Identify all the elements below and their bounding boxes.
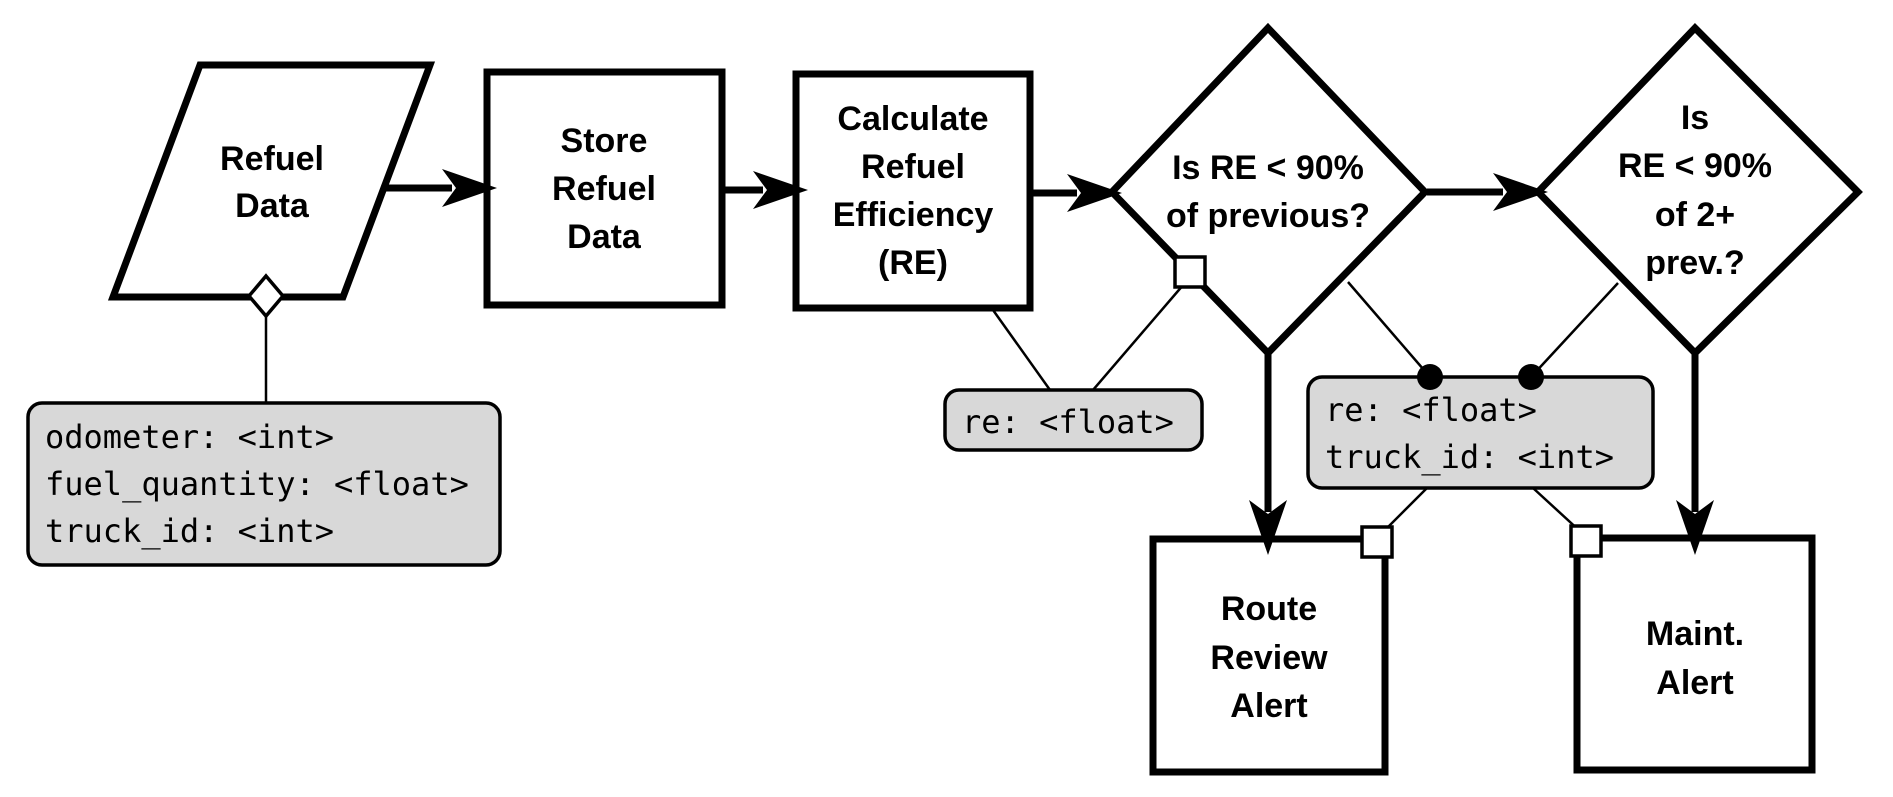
arrowhead-decision1-to-decision2	[1493, 173, 1548, 211]
refuel-data-label-line1: Refuel	[220, 140, 324, 178]
arrowhead-refuel-to-store	[442, 169, 497, 207]
edge-refuel-to-store	[386, 169, 497, 207]
edge-calc-to-decision1	[1030, 174, 1122, 212]
refuel-data-label-line2: Data	[235, 187, 310, 225]
calc-label-line1: Calculate	[837, 100, 988, 138]
node-labels: Refuel Data Store Refuel Data Calculate …	[220, 99, 1772, 725]
decision2-label-line3: of 2+	[1655, 196, 1735, 234]
node-refuel-data	[107, 61, 436, 301]
node-maint-alert	[1573, 534, 1816, 774]
connector-decision2-to-alert-note	[1530, 282, 1619, 378]
calc-label-line4: (RE)	[878, 244, 948, 282]
decision2-label-line1: Is	[1681, 99, 1709, 137]
connector-calc-to-re-note	[991, 309, 1052, 391]
notes	[26, 375, 1655, 567]
note-re-field	[943, 388, 1204, 452]
maint-alert-label-line1: Maint.	[1646, 615, 1744, 653]
refuel-fields-line2: fuel_quantity: <float>	[45, 465, 469, 503]
node-decision-two-prev	[1533, 22, 1863, 358]
flow-arrows	[386, 169, 1714, 555]
arrowhead-store-to-calc	[753, 171, 808, 209]
decision2-label-line4: prev.?	[1645, 244, 1745, 282]
refuel-fields-line3: truck_id: <int>	[45, 512, 334, 550]
arrowhead-decision1-to-route-alert	[1249, 500, 1287, 555]
dot-anchor-alert-note-right	[1518, 364, 1544, 390]
edge-decision1-to-route-alert	[1249, 353, 1287, 555]
note-labels: odometer: <int> fuel_quantity: <float> t…	[45, 391, 1614, 550]
calc-label-line3: Efficiency	[833, 196, 994, 234]
square-anchor-decision1	[1173, 255, 1207, 289]
diamond-anchor-refuel	[246, 273, 286, 319]
edge-decision1-to-decision2	[1427, 173, 1548, 211]
calc-label-line2: Refuel	[861, 148, 965, 186]
square-anchor-maint-alert	[1569, 524, 1603, 558]
square-anchor-route-alert	[1360, 525, 1394, 559]
node-decision-previous	[1107, 22, 1430, 359]
refuel-fields-line1: odometer: <int>	[45, 418, 334, 456]
route-alert-label-line3: Alert	[1230, 687, 1307, 725]
maint-alert-label-line2: Alert	[1656, 664, 1733, 702]
store-label-line3: Data	[567, 218, 642, 256]
connector-lines	[264, 281, 1619, 535]
node-route-review-alert	[1149, 535, 1389, 776]
note-refuel-fields	[26, 401, 502, 567]
note-alert-fields	[1306, 375, 1655, 490]
arrowhead-calc-to-decision1	[1067, 174, 1122, 212]
nodes	[107, 22, 1863, 776]
decision1-label-line1: Is RE < 90%	[1172, 149, 1364, 187]
route-alert-label-line1: Route	[1221, 590, 1317, 628]
store-label-line1: Store	[561, 122, 648, 160]
route-alert-label-line2: Review	[1210, 639, 1328, 677]
arrowhead-decision2-to-maint-alert	[1676, 500, 1714, 555]
store-label-line2: Refuel	[552, 170, 656, 208]
connector-decision1-to-alert-note	[1347, 281, 1431, 378]
alert-fields-line1: re: <float>	[1325, 391, 1537, 429]
dot-anchor-alert-note-left	[1417, 364, 1443, 390]
decision1-label-line2: of previous?	[1166, 197, 1370, 235]
edge-decision2-to-maint-alert	[1676, 353, 1714, 555]
decision2-label-line2: RE < 90%	[1618, 147, 1772, 185]
connector-decorations	[246, 255, 1603, 559]
connector-decision1-to-re-note	[1092, 283, 1185, 391]
edge-store-to-calc	[722, 171, 808, 209]
alert-fields-line2: truck_id: <int>	[1325, 438, 1614, 476]
re-field-line1: re: <float>	[962, 403, 1174, 441]
